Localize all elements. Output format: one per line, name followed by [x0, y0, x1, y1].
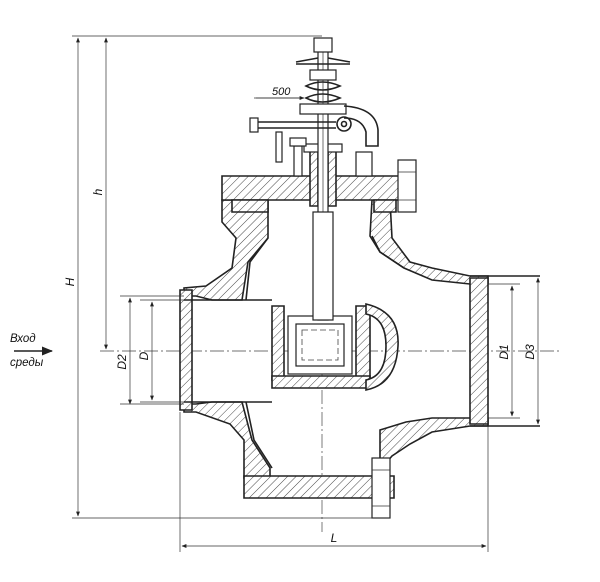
dim-D-label: D: [137, 351, 151, 360]
handwheel-assembly: [249, 37, 379, 177]
dim-H-label: H: [63, 277, 77, 286]
inlet-label-line1: Вход: [10, 333, 36, 345]
outlet-pipe: [470, 275, 540, 427]
dimension-lines: [14, 37, 540, 548]
valve-body: [179, 199, 489, 499]
dim-L-label: L: [331, 531, 338, 545]
extension-lines: [72, 35, 489, 552]
dim-500-label: 500: [272, 86, 291, 98]
dim-D2-label: D2: [115, 354, 129, 370]
body-inner-outline: [184, 235, 405, 469]
dim-h-label: h: [91, 188, 105, 195]
bonnet: [221, 143, 405, 213]
valve-plug: [287, 315, 353, 375]
dim-D3-label: D3: [523, 344, 537, 360]
dim-D1-label: D1: [497, 344, 511, 359]
inlet-label-line2: среды: [10, 357, 44, 369]
bolts: [371, 159, 417, 519]
